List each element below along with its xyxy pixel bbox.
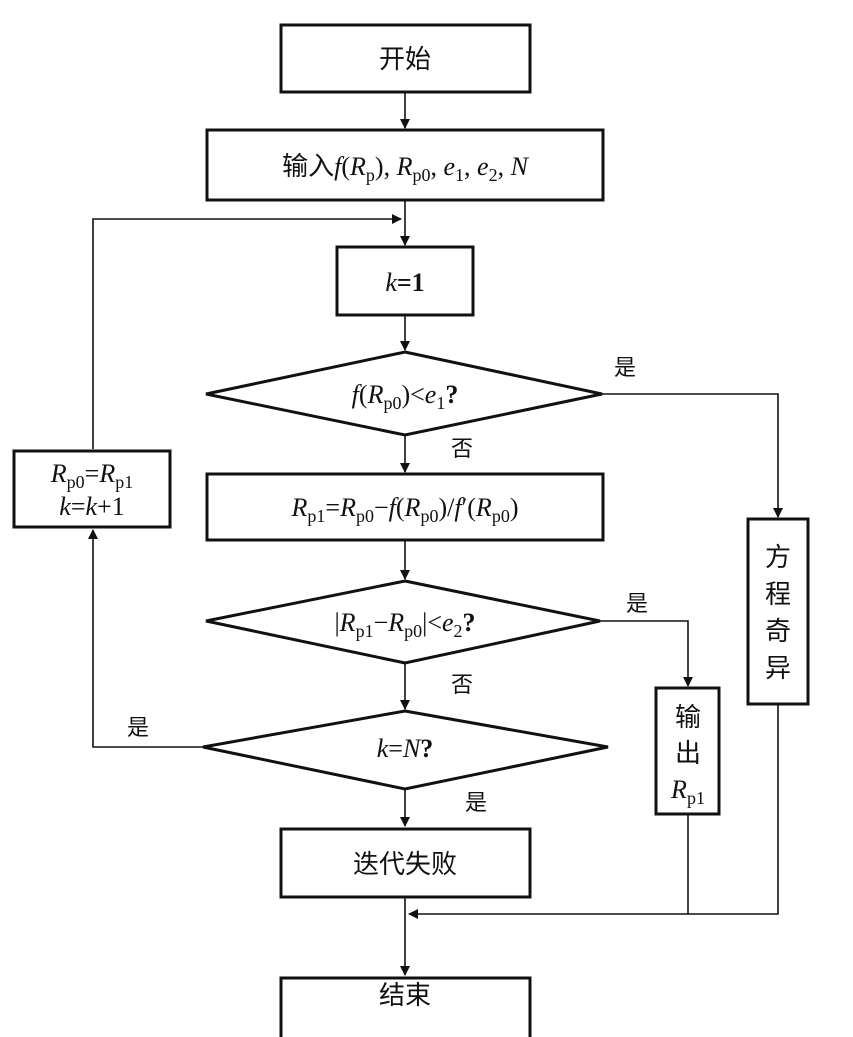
init-k-label: k=1 xyxy=(385,268,424,297)
singular-char-2: 程 xyxy=(765,580,791,610)
check-f-no-label: 否 xyxy=(451,437,473,462)
check-f-diamond xyxy=(205,350,603,437)
start-box xyxy=(279,23,532,94)
node-singular: 方 程 奇 异 xyxy=(746,517,810,706)
singular-char-3: 奇 xyxy=(765,617,791,647)
node-fail: 迭代失败 xyxy=(279,827,532,899)
edge-singular-merge xyxy=(408,704,779,919)
output-char-2: 出 xyxy=(675,739,701,769)
edge-check-f-yes xyxy=(602,393,783,518)
update-box xyxy=(12,449,172,529)
singular-char-1: 方 xyxy=(765,543,791,573)
check-conv-diamond xyxy=(205,579,601,665)
node-check-f: f(Rp0)<e1? xyxy=(205,350,603,437)
node-end: 结束 xyxy=(279,976,532,1037)
node-start: 开始 xyxy=(279,23,532,94)
check-k-yes-left-label: 是 xyxy=(127,716,149,741)
node-check-conv: |Rp1−Rp0|<e2? xyxy=(205,579,601,665)
node-init-k: k=1 xyxy=(335,245,475,317)
singular-char-4: 异 xyxy=(765,654,791,684)
newton-step-label: Rp1=Rp0−f(Rp0)/f′(Rp0) xyxy=(291,493,519,526)
start-label: 开始 xyxy=(379,45,431,75)
check-f-label: f(Rp0)<e1? xyxy=(352,380,459,413)
fail-label: 迭代失败 xyxy=(353,850,457,880)
end-box xyxy=(279,976,532,1037)
check-conv-yes-label: 是 xyxy=(626,592,648,617)
check-k-yes-down-label: 是 xyxy=(465,791,487,816)
check-k-label: k=N? xyxy=(377,734,434,763)
node-check-k: k=N? xyxy=(202,709,609,791)
edge-check-k-no-loop xyxy=(88,529,205,748)
output-var: Rp1 xyxy=(670,775,705,808)
connectors xyxy=(88,92,783,976)
check-f-yes-label: 是 xyxy=(614,356,636,381)
init-k-box xyxy=(335,245,475,317)
node-input: 输入f(Rp), Rp0, e1, e2, N xyxy=(205,128,605,202)
output-char-1: 输 xyxy=(675,703,701,733)
check-conv-no-label: 否 xyxy=(451,673,473,698)
end-label: 结束 xyxy=(379,981,431,1011)
input-label: 输入f(Rp), Rp0, e1, e2, N xyxy=(282,152,529,185)
node-output: 输 出 Rp1 xyxy=(654,686,721,816)
singular-box xyxy=(746,517,810,706)
newton-step-box xyxy=(205,472,605,542)
check-k-diamond xyxy=(202,709,609,791)
input-box xyxy=(205,128,605,202)
check-conv-label: |Rp1−Rp0|<e2? xyxy=(334,608,475,641)
fail-box xyxy=(279,827,532,899)
node-newton-step: Rp1=Rp0−f(Rp0)/f′(Rp0) xyxy=(205,472,605,542)
update-line2: k=k+1 xyxy=(59,492,124,521)
output-box xyxy=(654,686,721,816)
edge-update-loop xyxy=(92,214,402,449)
edge-check-conv-yes xyxy=(600,620,693,687)
node-update: Rp0=Rp1 k=k+1 xyxy=(12,449,172,529)
update-line1: Rp0=Rp1 xyxy=(50,459,133,492)
input-prefix: 输入 xyxy=(282,152,334,182)
